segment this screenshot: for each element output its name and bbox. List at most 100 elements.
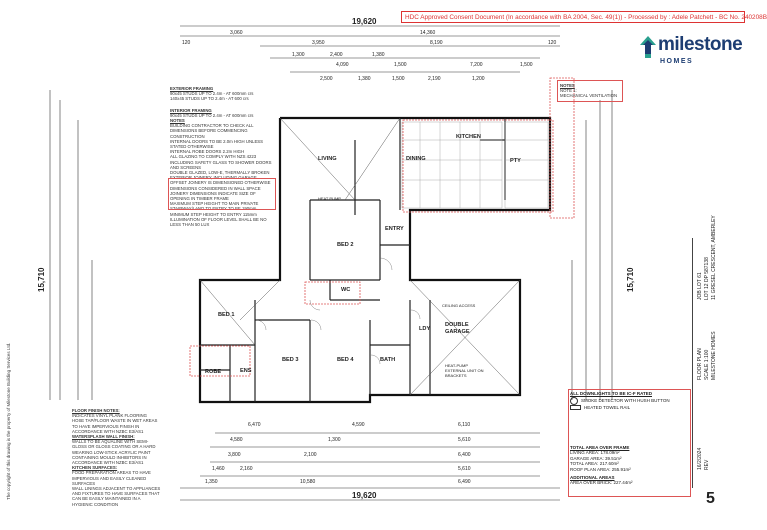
floor-finish-title: FLOOR FINISH NOTES: bbox=[72, 408, 120, 413]
dim-top: 14,360 bbox=[420, 30, 436, 36]
title-block-line: 16/2/2024 bbox=[697, 447, 703, 470]
notes-revision-cloud bbox=[168, 178, 276, 210]
additional-area-title: ADDITIONAL AREAS bbox=[570, 475, 615, 481]
room-bed-3: BED 3 bbox=[282, 357, 299, 363]
kitchen-surfaces-line: WALL LININGS ADJACENT TO APPLIANCES AND … bbox=[72, 486, 161, 507]
overall-depth-left: 15,710 bbox=[37, 267, 46, 292]
overall-width-top: 19,620 bbox=[352, 17, 377, 26]
dim-top: 1,380 bbox=[358, 76, 371, 82]
dim-bottom: 1,460 bbox=[212, 466, 225, 472]
dim-top: 1,300 bbox=[292, 52, 305, 58]
title-block-line: SCALE 1:100 bbox=[704, 349, 710, 380]
room-dining: DINING bbox=[406, 156, 426, 162]
company-logo: milestone HOMES bbox=[640, 32, 743, 74]
legend-title: ALL DOWNLIGHTS TO BE IC-F RATED bbox=[570, 391, 652, 396]
title-block-line: LOT 12 DP 587138 bbox=[704, 257, 710, 300]
dim-top: 3,950 bbox=[312, 40, 325, 46]
dim-top: 1,500 bbox=[520, 62, 533, 68]
heat-pump-external-label: HEAT-PUMP EXTERNAL UNIT ON BRACKETS bbox=[445, 363, 484, 378]
title-block-line: REV bbox=[704, 459, 710, 470]
int-framing-line: 90x45 STUDS UP TO 2.4m - AT 600mm crs bbox=[170, 112, 254, 118]
general-note: ALL GLAZING TO COMPLY WITH NZS 4223 INCL… bbox=[170, 154, 272, 170]
right-notes: NOTES NOTE 1: MECHANICAL VENTILATION bbox=[557, 80, 623, 102]
dim-bottom: 1,300 bbox=[328, 437, 341, 443]
dim-top: 3,060 bbox=[230, 30, 243, 36]
sheet-number: 5 bbox=[706, 490, 715, 507]
kitchen-surfaces-title: KITCHEN SURFACES: bbox=[72, 465, 118, 471]
framing-notes: EXTERIOR FRAMING 90x45 STUDS UP TO 2.4m … bbox=[170, 86, 274, 227]
area-row: LIVING AREA: 178.09m² bbox=[570, 450, 620, 456]
room-bed-4: BED 4 bbox=[337, 357, 354, 363]
dim-top: 1,380 bbox=[372, 52, 385, 58]
dim-bottom: 3,800 bbox=[228, 452, 241, 458]
dim-top: 8,190 bbox=[430, 40, 443, 46]
room-entry: ENTRY bbox=[385, 226, 404, 232]
area-title: TOTAL AREA OVER FRAME bbox=[570, 445, 630, 450]
right-note: NOTE 1: bbox=[560, 88, 577, 94]
dim-top: 1,200 bbox=[472, 76, 485, 82]
room-ensuite: ENS bbox=[240, 368, 252, 374]
towel-rail-icon bbox=[570, 405, 581, 411]
right-notes-title: NOTES bbox=[560, 83, 575, 88]
room-bed-1: BED 1 bbox=[218, 312, 235, 318]
floor-plan-sheet: HDC Approved Consent Document (In accord… bbox=[6, 11, 767, 507]
heat-pump-label: HEAT PUMP bbox=[318, 196, 341, 201]
overall-depth-right: 15,710 bbox=[626, 267, 635, 292]
dim-bottom: 6,490 bbox=[458, 479, 471, 485]
splash-title: WATERSPLASH WALL FINISH: bbox=[72, 434, 135, 440]
room-laundry: LDY bbox=[419, 326, 431, 332]
room-living: LIVING bbox=[318, 156, 337, 162]
general-note: OFFSET JOINERY IS DIMENSIONED OTHERWISE … bbox=[170, 180, 271, 191]
room-robe: ROBE bbox=[205, 369, 222, 375]
title-block-line: 11 GRESEL CRESCENT, AMBERLEY bbox=[711, 215, 717, 300]
dim-bottom: 5,610 bbox=[458, 437, 471, 443]
dim-bottom: 1,350 bbox=[205, 479, 218, 485]
floor-finish-line: HOSE TAP/FLOOR WASTE IN WET AREAS TO HAV… bbox=[72, 418, 158, 434]
smoke-detector-icon bbox=[570, 397, 578, 405]
dim-bottom: 6,470 bbox=[248, 422, 261, 428]
int-framing-title: INTERIOR FRAMING bbox=[170, 107, 212, 113]
general-note: DOUBLE GLAZED, LOW-E, THERMALLY BROKEN E… bbox=[170, 170, 270, 181]
splash-line: WALLS TO BE AQUALINE WITH SEMI-GLOSS OR … bbox=[72, 439, 156, 466]
general-note: ILLUMINATION OF FLOOR LEVEL SHALL BE NO … bbox=[170, 216, 267, 228]
logo-name: milestone bbox=[658, 34, 743, 55]
general-note: BUILDING CONTRACTOR TO CHECK ALL DIMENSI… bbox=[170, 123, 254, 139]
dim-bottom: 6,400 bbox=[458, 452, 471, 458]
symbol-legend: ALL DOWNLIGHTS TO BE IC-F RATED SMOKE DE… bbox=[570, 391, 687, 411]
dim-bottom: 2,160 bbox=[240, 466, 253, 472]
copyright-notice: The copyright of this drawing is the pro… bbox=[6, 342, 11, 500]
overall-width-bottom: 19,620 bbox=[352, 491, 377, 500]
floor-plan-drawing bbox=[49, 25, 613, 501]
dim-bottom: 4,580 bbox=[230, 437, 243, 443]
dim-bottom: 2,100 bbox=[304, 452, 317, 458]
area-schedule: TOTAL AREA OVER FRAME LIVING AREA: 178.0… bbox=[570, 445, 687, 491]
dim-top: 2,190 bbox=[428, 76, 441, 82]
title-block-line: JOB LOT 61 bbox=[697, 272, 703, 300]
title-block-line: MILESTONE HOMES bbox=[711, 331, 717, 380]
legend-area-box bbox=[568, 389, 691, 497]
dim-bottom: 5,610 bbox=[458, 466, 471, 472]
logo-sub: HOMES bbox=[660, 58, 694, 65]
milestone-arrow-icon bbox=[640, 36, 656, 58]
room-bath: BATH bbox=[380, 357, 396, 363]
dim-top: 120 bbox=[182, 40, 191, 46]
ext-framing-title: EXTERIOR FRAMING bbox=[170, 86, 214, 91]
dim-top: 1,500 bbox=[394, 62, 407, 68]
general-notes-title: NOTES bbox=[170, 118, 185, 124]
floor-finish-line: INDICATES VINYL PLANK FLOORING bbox=[72, 413, 147, 419]
title-block-line: FLOOR PLAN bbox=[697, 348, 703, 380]
title-block bbox=[692, 238, 743, 488]
ceiling-access-label: CEILING ACCESS bbox=[442, 303, 476, 308]
general-note: INTERNAL ROBE DOORS 2.2m HIGH bbox=[170, 149, 245, 155]
dim-top: 7,200 bbox=[470, 62, 483, 68]
dim-top: 120 bbox=[548, 40, 557, 46]
area-row: TOTAL AREA: 217.60m² bbox=[570, 461, 619, 467]
room-kitchen: KITCHEN bbox=[456, 134, 481, 140]
dim-bottom: 4,590 bbox=[352, 422, 365, 428]
general-note: JOINERY DIMENSIONS INDICATE SIZE OF OPEN… bbox=[170, 190, 256, 202]
ext-framing-line: 90x45 STUDS UP TO 2.4m - AT 600mm crs bbox=[170, 91, 254, 97]
area-row: GARAGE AREA: 39.51m² bbox=[570, 455, 622, 461]
kitchen-surfaces-line: FOOD PREPARATION AREAS TO HAVE IMPERVIOU… bbox=[72, 470, 151, 486]
legend-item: SMOKE DETECTOR WITH HUSH BUTTON bbox=[570, 397, 687, 405]
finish-notes: FLOOR FINISH NOTES: INDICATES VINYL PLAN… bbox=[72, 408, 162, 507]
